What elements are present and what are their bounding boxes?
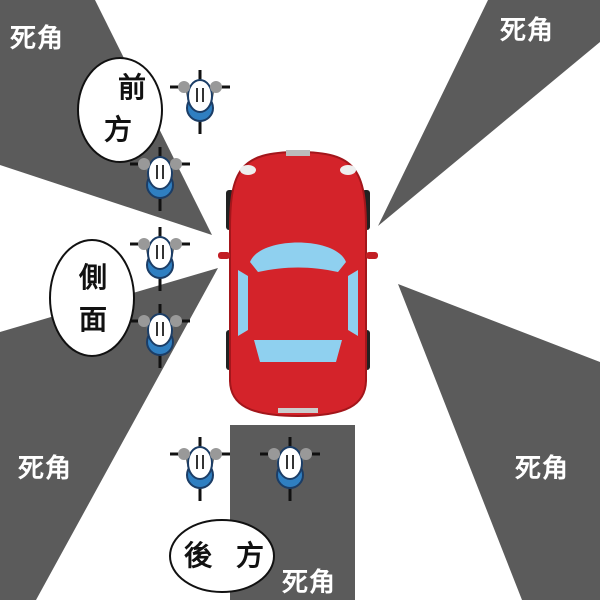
motorcycle — [170, 70, 230, 134]
bubble-side — [49, 239, 135, 357]
bubble-rear-char-2: 方 — [235, 539, 264, 572]
car — [218, 150, 378, 418]
blind-spot-label-left: 死角 — [18, 454, 73, 484]
motorcycle — [260, 437, 320, 501]
blind-spot-label-top-left: 死角 — [10, 24, 65, 54]
blind-spot-label-rear: 死角 — [282, 568, 337, 598]
bubble-front-text: 前 方 — [100, 70, 150, 148]
motorcycle — [170, 437, 230, 501]
motorcycle — [130, 227, 190, 291]
bubble-front-char-2: 方 — [103, 113, 132, 146]
motorcycle — [130, 304, 190, 368]
blind-spot-right — [398, 284, 600, 600]
bubble-rear-char-1: 後 — [184, 539, 213, 572]
bubble-side-char-1: 側 — [78, 261, 107, 294]
blind-spot-top-right — [378, 0, 600, 226]
blind-spot-label-right: 死角 — [515, 454, 570, 484]
motorcycle — [130, 147, 190, 211]
bubble-rear-text: 後 方 — [184, 538, 264, 574]
bubble-side-char-2: 面 — [78, 303, 107, 336]
blind-spot-label-top-right: 死角 — [500, 16, 555, 46]
bubble-side-text: 側 面 — [70, 260, 116, 338]
bubble-front-char-1: 前 — [117, 71, 146, 104]
bubble-front — [77, 57, 163, 163]
bubble-rear — [169, 519, 275, 593]
